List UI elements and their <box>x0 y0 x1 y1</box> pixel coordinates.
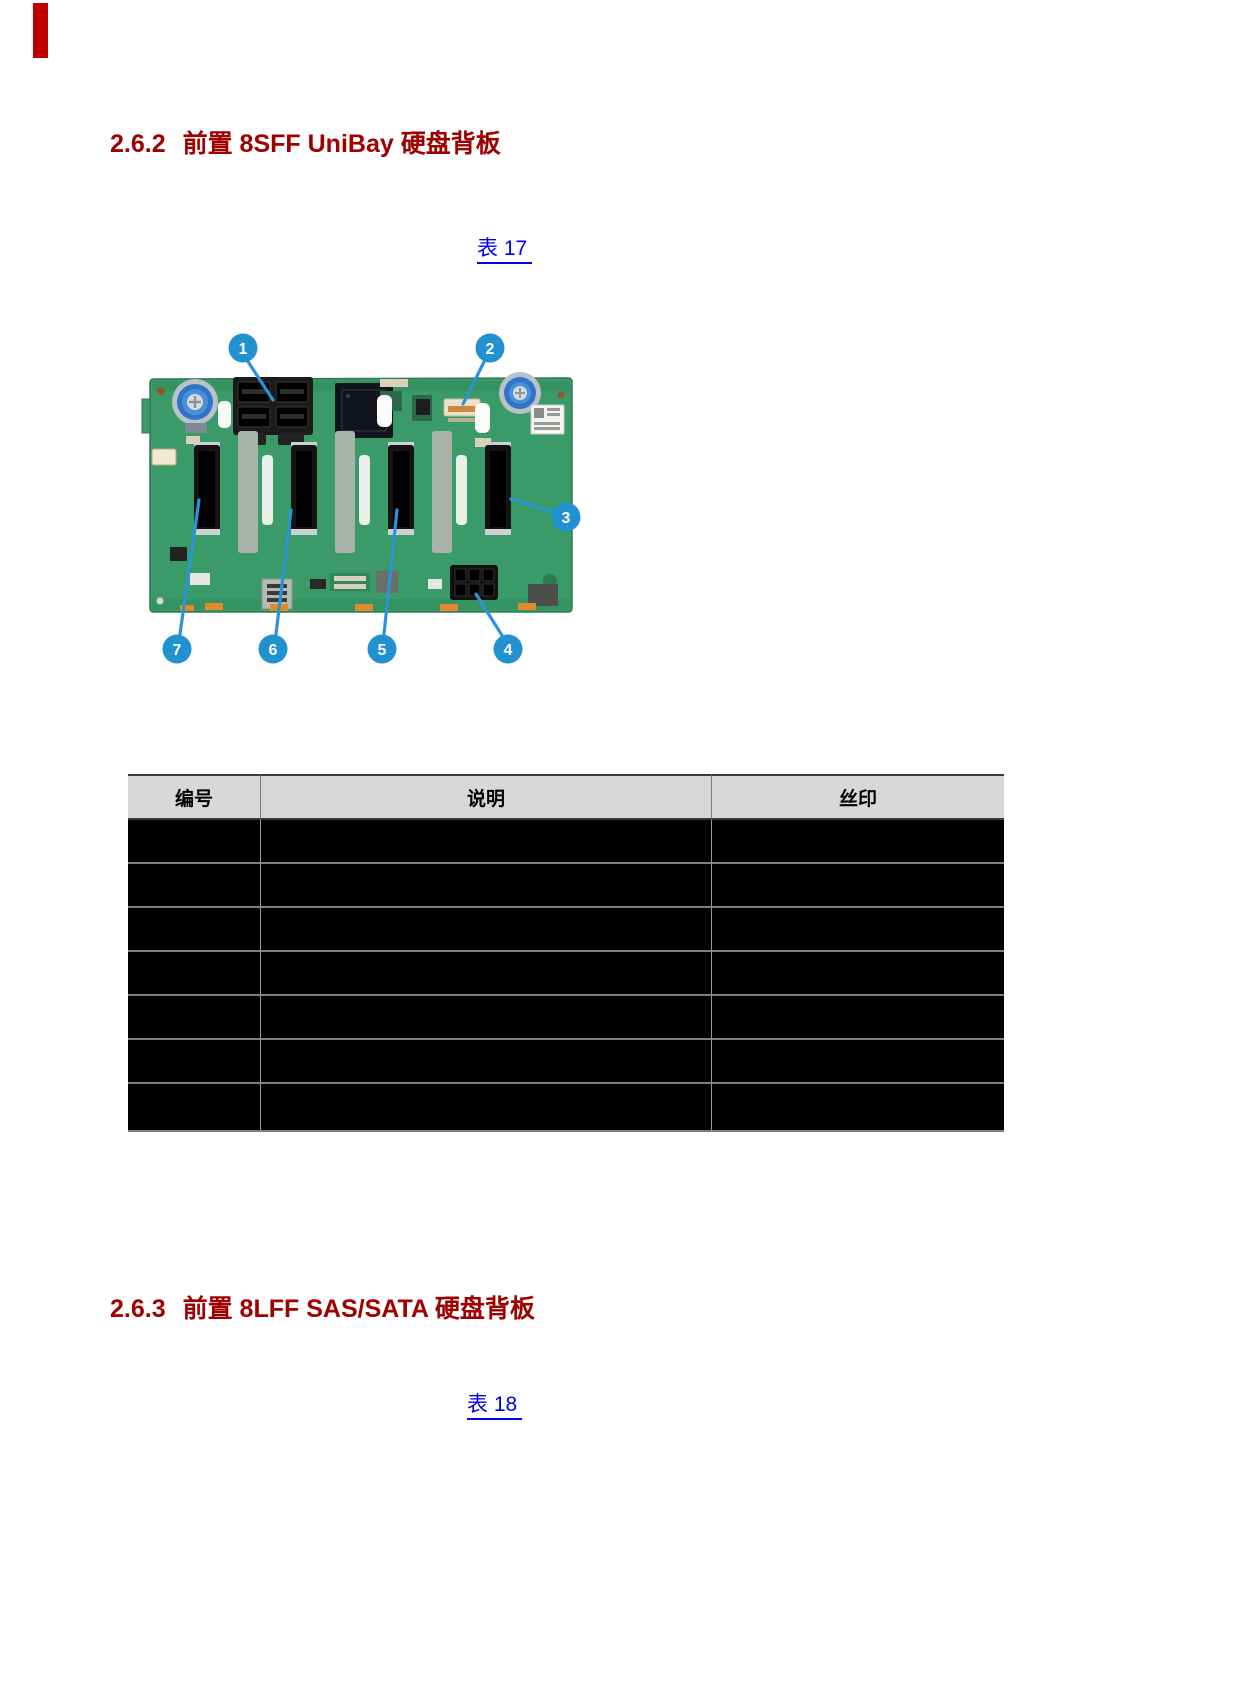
table-row <box>128 952 1004 996</box>
table-cell <box>260 1040 712 1084</box>
section-heading-263: 2.6.3 前置 8LFF SAS/SATA 硬盘背板 <box>110 1293 535 1325</box>
table-cell <box>712 908 1004 952</box>
table-cell <box>712 1084 1004 1132</box>
table-cell <box>128 908 260 952</box>
table-cell <box>712 996 1004 1040</box>
silkscreen-table: 编号 说明 丝印 <box>128 774 1004 1132</box>
thumbscrew-left <box>172 379 218 433</box>
section-title: 前置 8LFF SAS/SATA 硬盘背板 <box>182 1295 535 1323</box>
table-body <box>128 820 1004 1132</box>
table-row <box>128 996 1004 1040</box>
col-header-description: 说明 <box>260 774 712 820</box>
table17-link[interactable]: 表 17 <box>477 237 533 264</box>
table-cell <box>128 996 260 1040</box>
callout-5-number: 5 <box>378 642 387 659</box>
section-heading-262: 2.6.2 前置 8SFF UniBay 硬盘背板 <box>110 128 501 160</box>
section-title: 前置 8SFF UniBay 硬盘背板 <box>182 130 501 158</box>
signal-connector <box>443 398 481 422</box>
power-connector <box>450 565 498 600</box>
callout-2: 2 <box>475 333 505 363</box>
callout-6: 6 <box>258 634 288 664</box>
section-number: 2.6.2 <box>110 130 166 158</box>
callout-4-number: 4 <box>504 642 513 659</box>
table-cell <box>712 1040 1004 1084</box>
table-cell <box>128 864 260 908</box>
table-cell <box>260 952 712 996</box>
table-row <box>128 864 1004 908</box>
callout-badges: 1 2 3 4 5 6 7 <box>162 333 581 664</box>
table-cell <box>260 1084 712 1132</box>
callout-2-number: 2 <box>486 341 495 358</box>
table-cell <box>260 864 712 908</box>
table-cell <box>128 1084 260 1132</box>
page-edge-marker <box>33 3 48 58</box>
callout-7: 7 <box>162 634 192 664</box>
callout-6-number: 6 <box>269 642 278 659</box>
table-cell <box>712 952 1004 996</box>
thumbscrew-right <box>499 372 541 414</box>
callout-5: 5 <box>367 634 397 664</box>
section-number: 2.6.3 <box>110 1295 166 1323</box>
callout-4: 4 <box>493 634 523 664</box>
table-cell <box>712 864 1004 908</box>
table-row <box>128 908 1004 952</box>
table-header-row: 编号 说明 丝印 <box>128 774 1004 820</box>
backplane-figure: 1 2 3 4 5 6 7 <box>130 303 585 668</box>
callout-lines <box>178 358 555 639</box>
table-cell <box>712 820 1004 864</box>
table-cell <box>128 1040 260 1084</box>
table-cell <box>260 996 712 1040</box>
table18-link[interactable]: 表 18 <box>467 1393 523 1420</box>
table-cell <box>260 820 712 864</box>
callout-3: 3 <box>551 502 581 532</box>
board-cutouts <box>238 395 490 553</box>
callout-7-number: 7 <box>173 642 182 659</box>
table-cell <box>128 820 260 864</box>
table-row <box>128 1040 1004 1084</box>
backplane-photo: 1 2 3 4 5 6 7 <box>141 333 581 664</box>
table-cell <box>260 908 712 952</box>
callout-1: 1 <box>228 333 258 363</box>
col-header-silkscreen: 丝印 <box>712 774 1004 820</box>
table-cell <box>128 952 260 996</box>
table-row <box>128 820 1004 864</box>
label-sticker <box>530 404 565 435</box>
col-header-number: 编号 <box>128 774 260 820</box>
callout-3-number: 3 <box>562 510 571 527</box>
callout-1-number: 1 <box>239 341 248 358</box>
table-row <box>128 1084 1004 1132</box>
drive-connectors <box>194 442 511 535</box>
